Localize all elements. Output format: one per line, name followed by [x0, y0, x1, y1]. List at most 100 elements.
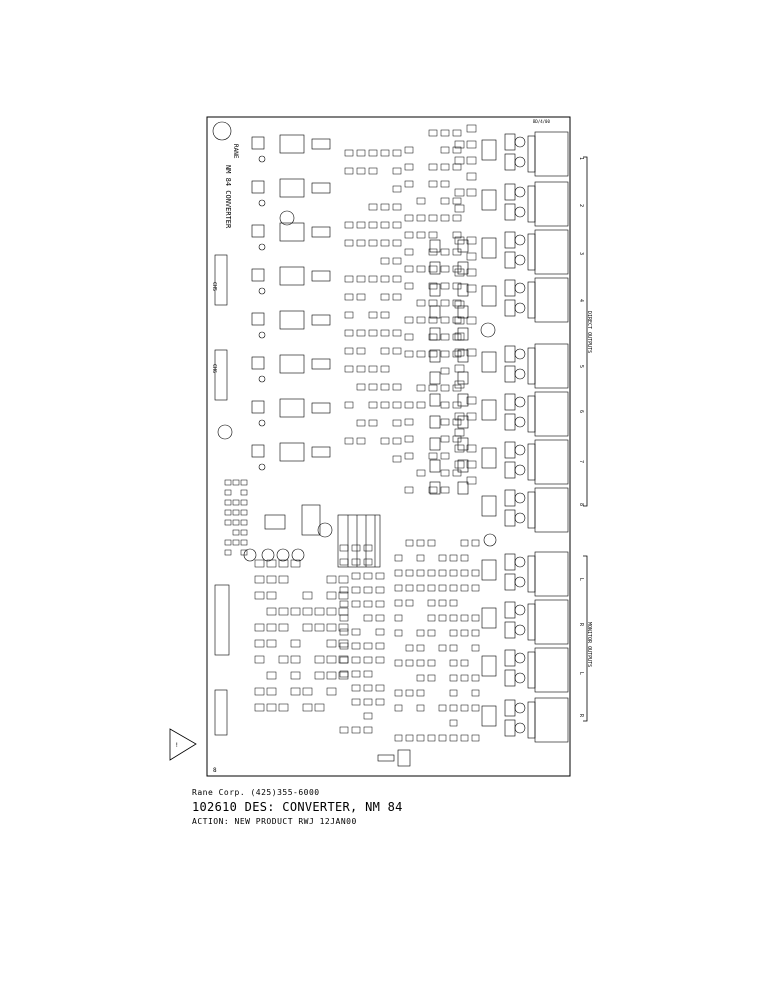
resistor-pack — [311, 182, 331, 194]
smd-part — [278, 703, 289, 712]
jack-pad — [514, 624, 526, 636]
jack-pad — [514, 186, 526, 198]
smd-part — [416, 629, 425, 637]
monitor-output-4: R — [578, 714, 584, 718]
smd-part — [375, 698, 385, 706]
smd-part — [404, 350, 414, 358]
resistor — [457, 459, 469, 473]
smd-part — [404, 163, 414, 171]
smd-part — [392, 149, 402, 157]
via — [258, 419, 266, 427]
smd-part — [368, 203, 378, 211]
smd-part — [344, 329, 354, 337]
electrolytic-capacitor — [483, 533, 497, 547]
smd-part — [460, 734, 469, 742]
smd-part — [416, 214, 426, 222]
smd-part — [405, 584, 414, 592]
smd-part — [466, 172, 477, 181]
jack-pad — [514, 348, 526, 360]
relay — [481, 189, 497, 211]
smd-part — [380, 383, 390, 391]
smd-part — [240, 499, 248, 506]
smd-part — [290, 655, 301, 664]
smd-part — [232, 519, 240, 526]
smd-part — [240, 479, 248, 486]
smd-part — [440, 248, 450, 256]
smd-part — [416, 469, 426, 477]
smd-part — [404, 316, 414, 324]
smd-part — [380, 239, 390, 247]
smd-part — [363, 712, 373, 720]
direct-output-1: 1 — [578, 157, 584, 160]
smd-part — [440, 418, 450, 426]
smd-part — [454, 412, 465, 421]
smd-part — [278, 655, 289, 664]
relay — [481, 705, 497, 727]
smd-part — [427, 629, 436, 637]
resistor — [457, 283, 469, 297]
smd-part — [314, 703, 325, 712]
smd-part — [278, 575, 289, 584]
regulator — [279, 222, 305, 242]
smd-part — [302, 591, 313, 600]
capacitor — [504, 203, 516, 221]
smd-part — [326, 607, 337, 616]
smd-part — [452, 197, 462, 205]
smd-part — [363, 642, 373, 650]
smd-part — [254, 575, 265, 584]
resistor — [457, 261, 469, 275]
smd-part — [428, 129, 438, 137]
smd-part — [314, 671, 325, 680]
smd-part — [452, 146, 462, 154]
smd-part — [471, 539, 480, 547]
smd-part — [466, 124, 477, 133]
smd-part — [405, 539, 414, 547]
jack-pad — [514, 282, 526, 294]
ic-small — [251, 136, 265, 150]
smd-part — [405, 689, 414, 697]
capacitor — [504, 441, 516, 459]
dip-switch — [337, 514, 381, 568]
smd-part — [356, 275, 366, 283]
smd-part — [375, 572, 385, 580]
smd-part — [416, 265, 426, 273]
smd-part — [290, 671, 301, 680]
smd-part — [405, 569, 414, 577]
smd-part — [394, 614, 403, 622]
smd-part — [254, 703, 265, 712]
resistor-pack — [311, 314, 331, 326]
smd-part — [375, 642, 385, 650]
jack-pad — [514, 464, 526, 476]
relay — [481, 399, 497, 421]
resistor-pack — [311, 358, 331, 370]
jack-pad — [514, 368, 526, 380]
resistor-pack — [311, 446, 331, 458]
relay — [481, 351, 497, 373]
smd-part — [440, 163, 450, 171]
smd-part — [452, 231, 462, 239]
smd-part — [363, 572, 373, 580]
smd-part — [266, 607, 277, 616]
smd-part — [356, 437, 366, 445]
relay — [481, 447, 497, 469]
smd-part — [416, 539, 425, 547]
smd-part — [363, 614, 373, 622]
smd-part — [454, 444, 465, 453]
smd-part — [438, 614, 447, 622]
smd-part — [363, 698, 373, 706]
smd-part — [454, 460, 465, 469]
smd-part — [404, 282, 414, 290]
smd-part — [449, 584, 458, 592]
smd-part — [380, 149, 390, 157]
header-label-j1: CH5 — [211, 282, 217, 291]
capacitor — [504, 621, 516, 639]
smd-part — [368, 401, 378, 409]
smd-part — [466, 156, 477, 165]
smd-part — [438, 599, 447, 607]
smd-part — [449, 674, 458, 682]
smd-part — [428, 486, 438, 494]
capacitor — [504, 719, 516, 737]
regulator — [279, 178, 305, 198]
relay — [481, 285, 497, 307]
smd-part — [416, 584, 425, 592]
